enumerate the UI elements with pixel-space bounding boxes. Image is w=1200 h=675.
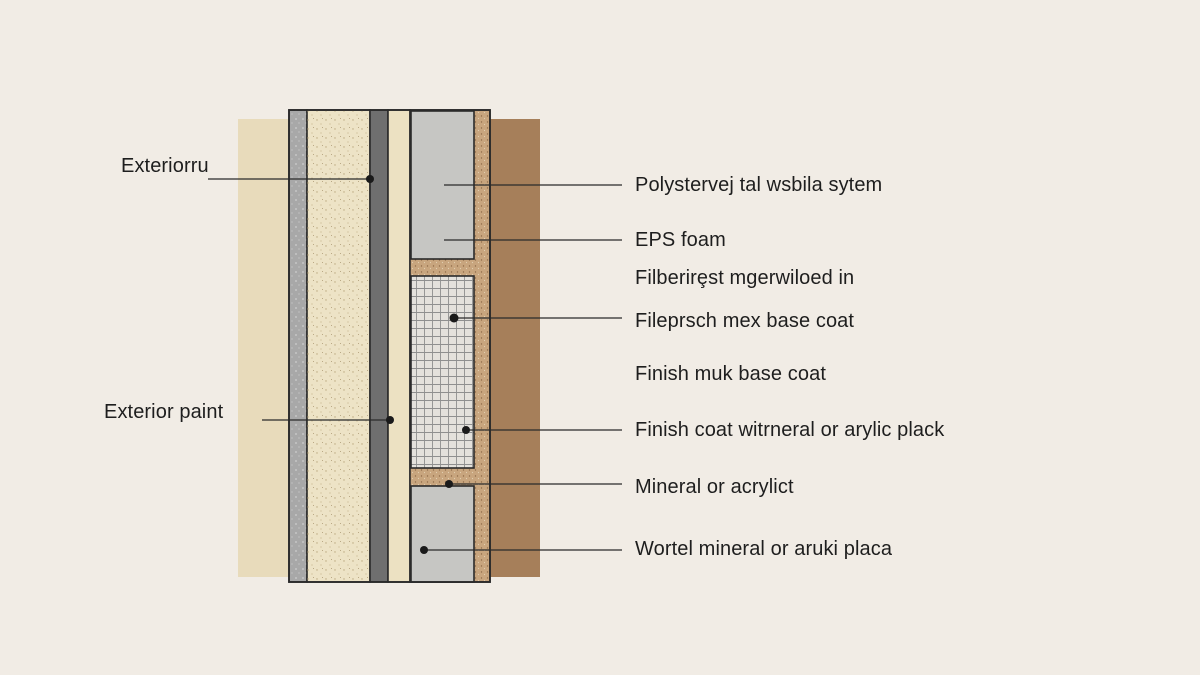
label-fiberglass-mesh: Filberirȩst mgerwiloed in bbox=[635, 267, 855, 289]
label-exterior-paint: Exterior paint bbox=[104, 401, 224, 423]
reinforcing-mesh bbox=[410, 275, 475, 469]
label-base-coat: Fileprsch mex base coat bbox=[635, 310, 855, 332]
label-mineral-plaster: Wortel mineral or aruki placa bbox=[635, 538, 893, 560]
label-finish-base-coat: Finish muk base coat bbox=[635, 363, 826, 385]
interior-block bbox=[490, 119, 540, 577]
label-mineral-acrylic: Mineral or acrylict bbox=[635, 476, 794, 498]
label-polystyrene-system: Polystervej tal wsbila sytem bbox=[635, 174, 883, 196]
exterior-block bbox=[238, 119, 290, 577]
eps-foam-lower bbox=[410, 485, 475, 583]
label-eps-foam: EPS foam bbox=[635, 229, 726, 251]
label-exterior: Exteriorru bbox=[121, 155, 209, 177]
light-layer bbox=[387, 109, 411, 583]
leader-dots bbox=[366, 175, 470, 554]
leader-lines bbox=[208, 178, 622, 551]
label-finish-coat: Finish coat witrneral or arylic plack bbox=[635, 419, 945, 441]
